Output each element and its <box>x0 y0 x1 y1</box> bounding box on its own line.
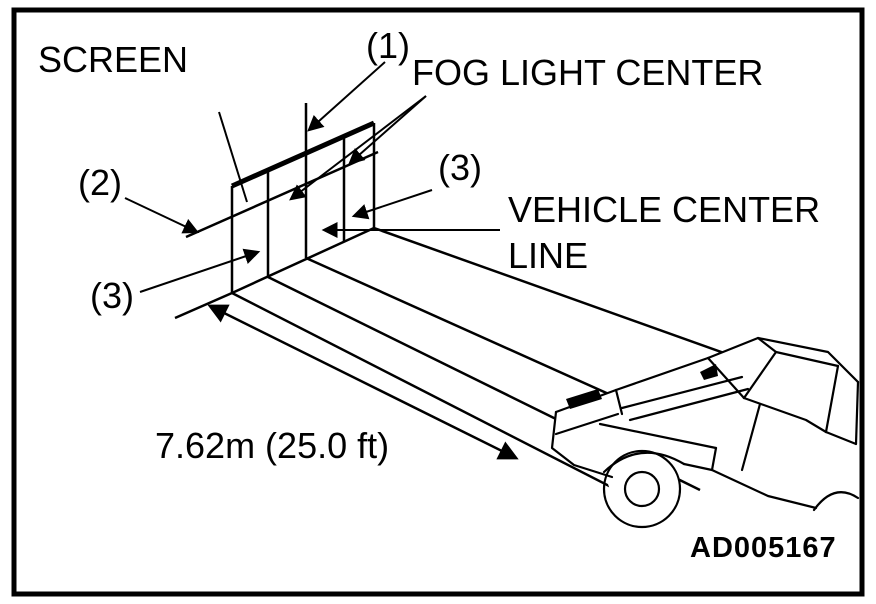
leader-arrows <box>124 61 500 293</box>
figure-code: AD005167 <box>690 532 837 564</box>
screen-bottom-edge <box>231 226 375 295</box>
fog-light-center-arrow-left <box>289 95 427 201</box>
car-fender-rear <box>682 462 714 472</box>
car-mirror-icon <box>700 364 718 380</box>
callout-1-label: (1) <box>366 25 410 66</box>
vehicle-center-line-label-1: VEHICLE CENTER <box>508 189 820 230</box>
car-roof <box>756 336 860 384</box>
screen-base-extension-line <box>174 291 233 320</box>
car-windshield-base <box>706 356 746 400</box>
fog-light-center-arrow-right <box>348 95 427 165</box>
distance-dimension-arrow <box>207 304 519 460</box>
car-beltline <box>742 396 828 434</box>
screen-label: SCREEN <box>38 39 188 80</box>
callout-3-top-label: (3) <box>438 147 482 188</box>
car-nose-corner <box>614 388 624 416</box>
car-hood-crease-2 <box>628 387 750 422</box>
car-hood-crease-1 <box>620 375 744 410</box>
car-fascia-crease <box>554 412 620 436</box>
car-fender-top-line <box>598 422 718 450</box>
car-front-wheel <box>602 449 682 529</box>
car-front-wheel-hub <box>623 470 661 508</box>
car-rear-wheel-arch <box>812 491 860 512</box>
screen-shape <box>185 103 379 295</box>
fog-light-center-label: FOG LIGHT CENTER <box>412 52 763 93</box>
car-front-bumper <box>550 410 614 479</box>
horizontal-aim-line <box>185 150 379 239</box>
car-illustration <box>550 336 860 529</box>
car-door-seam <box>740 402 762 472</box>
callout-3-bottom-arrow <box>139 248 261 293</box>
callout-2-arrow <box>124 197 200 234</box>
vehicle-center-line-label-2: LINE <box>508 235 588 276</box>
callout-1-arrow <box>307 61 386 132</box>
car-b-pillar <box>824 364 840 434</box>
car-rear-edge <box>854 380 860 446</box>
distance-label: 7.62m (25.0 ft) <box>155 425 389 466</box>
car-headlight-icon <box>566 389 602 409</box>
car-windshield <box>706 336 778 400</box>
callout-3-bottom-label: (3) <box>90 275 134 316</box>
screen-leader-line <box>218 111 248 203</box>
car-silhouette <box>552 338 858 520</box>
callout-3-top-arrow <box>351 189 433 220</box>
diagram-border <box>11 7 865 597</box>
car-roof-near-edge <box>774 350 840 368</box>
screen-top-edge <box>230 120 376 189</box>
car-rear-beltline <box>824 430 858 446</box>
car-rocker-line <box>710 446 818 510</box>
callout-2-label: (2) <box>78 162 122 203</box>
